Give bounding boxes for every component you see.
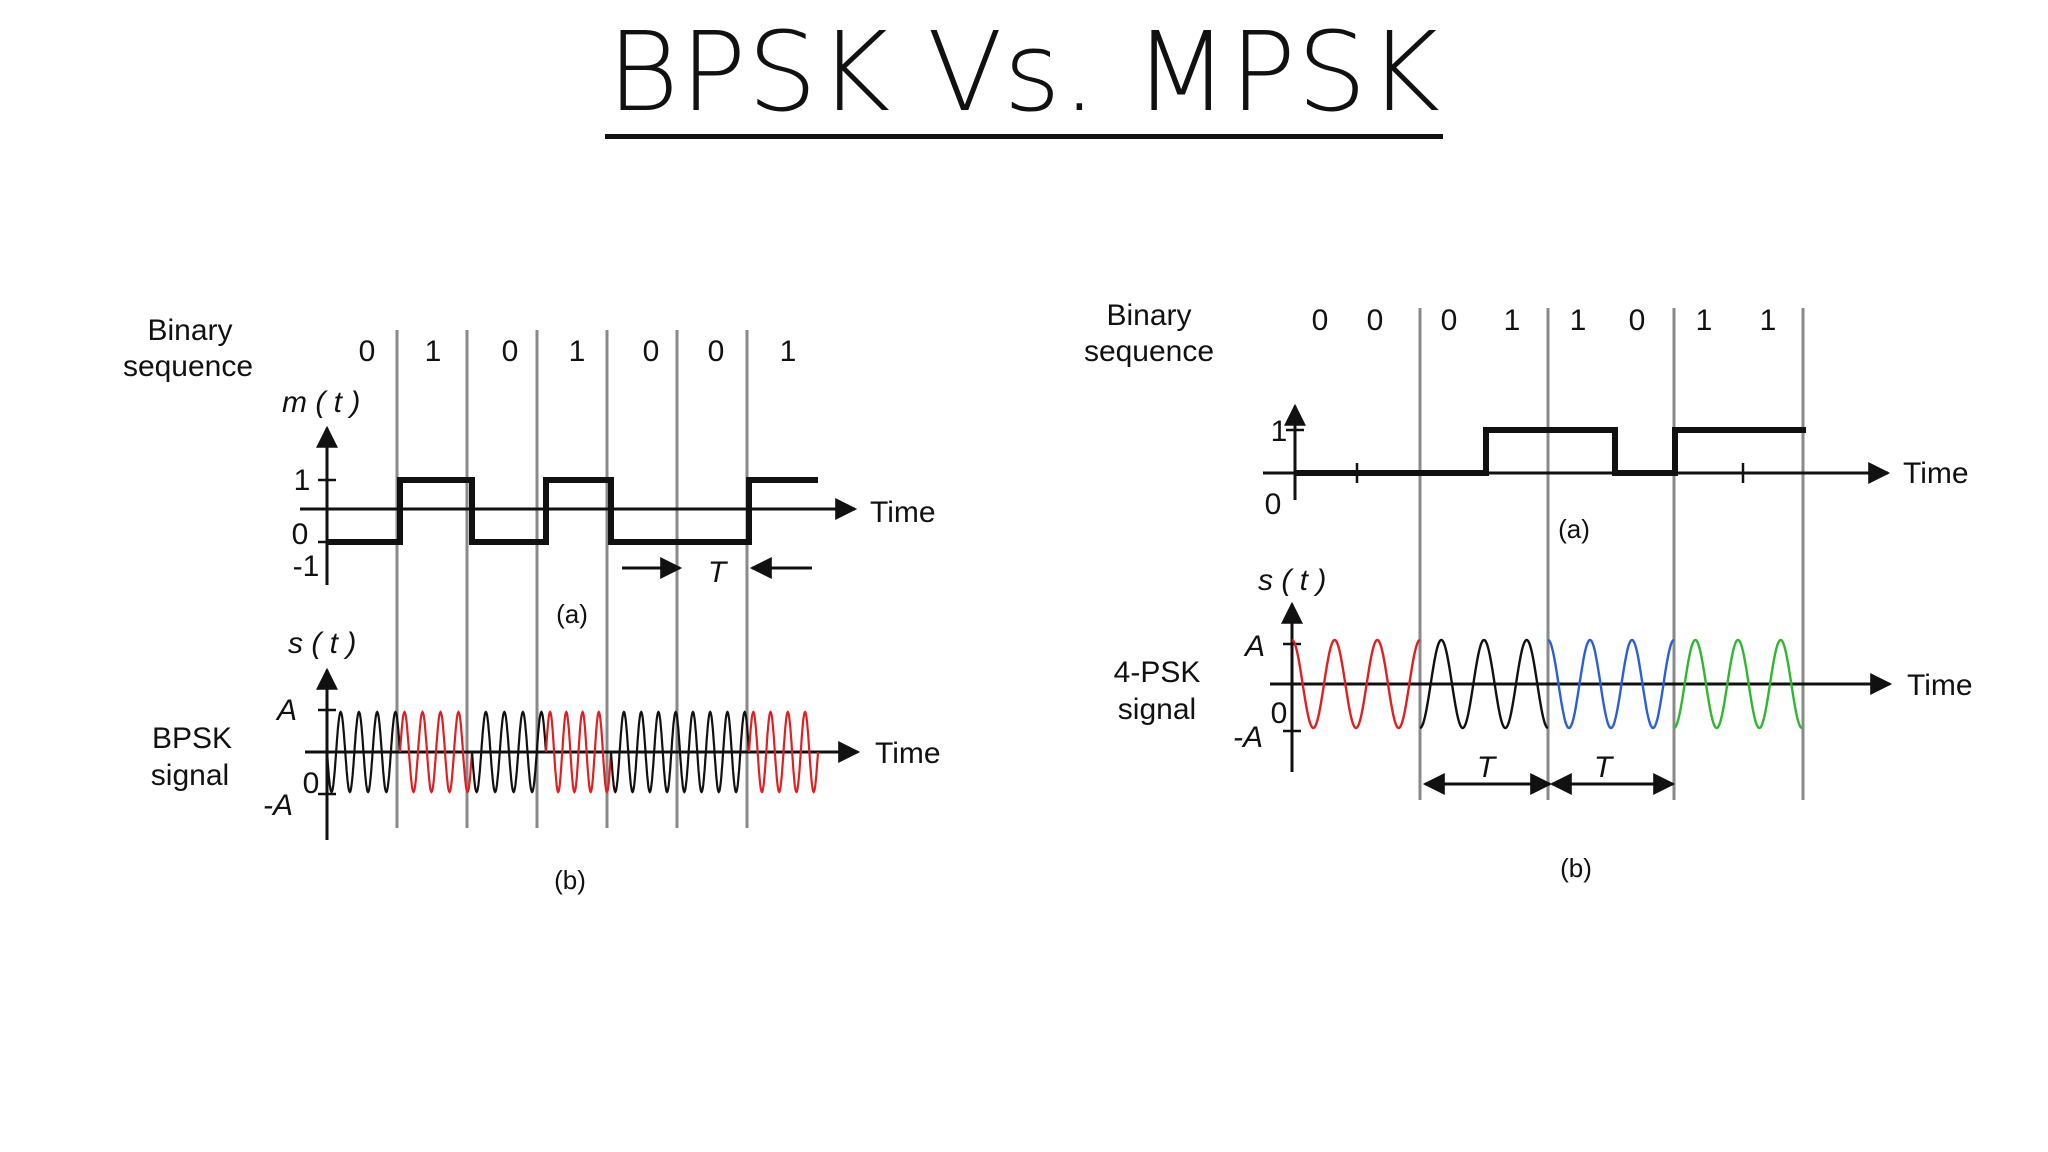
right-period-1: T: [1477, 751, 1498, 784]
mpsk-panel: Binary sequence 0 0 0 1 1 0 1 1 1 0 Time (a) s …: [1084, 299, 1973, 883]
left-signal-label-2: signal: [151, 759, 229, 792]
qpsk-symbol-wave: [1547, 638, 1675, 730]
bpsk-symbol-wave: [470, 710, 548, 794]
left-bit-label: 0: [502, 335, 519, 368]
left-y-1: 1: [294, 464, 311, 497]
left-caption-b: (b): [554, 865, 586, 895]
left-y-0: 0: [292, 518, 309, 551]
right-amp-pos: A: [1243, 630, 1265, 663]
bpsk-symbol-wave: [544, 710, 613, 794]
left-amp-neg: -A: [263, 789, 293, 822]
left-time-label: Time: [870, 496, 936, 529]
left-mt-waveform: [327, 477, 818, 545]
left-bit-labels: 0 1 0 1 0 0 1: [359, 335, 797, 368]
slide-title-text: BPSK Vs. MPSK: [605, 10, 1443, 140]
left-bit-label: 1: [780, 335, 797, 368]
left-mt-label: m ( t ): [282, 386, 360, 419]
bpsk-waveform: [325, 710, 820, 794]
right-st-label: s ( t ): [1258, 564, 1326, 597]
left-amp-pos: A: [275, 694, 297, 727]
slide-title: BPSK Vs. MPSK: [0, 8, 2048, 140]
left-bit-label: 0: [359, 335, 376, 368]
left-binary-label-2: sequence: [123, 350, 253, 383]
right-bit-label: 1: [1504, 304, 1521, 337]
left-bit-label: 1: [569, 335, 586, 368]
right-time-label-b: Time: [1907, 669, 1973, 702]
bpsk-symbol-wave: [325, 710, 402, 794]
left-y-neg1: -1: [293, 550, 320, 583]
right-bit-label: 0: [1629, 304, 1646, 337]
left-bit-label: 0: [708, 335, 725, 368]
right-signal-label-2: signal: [1118, 693, 1196, 726]
right-binary-label-1: Binary: [1106, 299, 1191, 332]
bpsk-panel: Binary sequence 0 1 0 1 0 0 1 m ( t ) 1 0 -1 T…: [123, 314, 941, 895]
left-time-label-b: Time: [875, 737, 941, 770]
right-bit-label: 0: [1367, 304, 1384, 337]
bpsk-symbol-wave: [398, 710, 474, 794]
bpsk-symbol-wave: [609, 710, 682, 794]
right-signal-label-1: 4-PSK: [1114, 656, 1201, 689]
right-bit-label: 1: [1696, 304, 1713, 337]
right-symbol-dividers: [1418, 308, 1805, 800]
qpsk-symbol-wave: [1673, 638, 1803, 730]
left-st-label: s ( t ): [288, 627, 356, 660]
right-bit-labels: 0 0 0 1 1 0 1 1: [1312, 304, 1777, 337]
right-binary-label-2: sequence: [1084, 335, 1214, 368]
left-zero: 0: [303, 767, 320, 800]
left-signal-label-1: BPSK: [152, 722, 232, 755]
right-y-1: 1: [1271, 415, 1288, 448]
left-period-label: T: [708, 556, 729, 589]
right-bit-label: 0: [1312, 304, 1329, 337]
mpsk-waveform: [1291, 638, 1803, 730]
left-bit-label: 1: [425, 335, 442, 368]
right-bit-label: 0: [1441, 304, 1458, 337]
right-caption-b: (b): [1560, 853, 1592, 883]
right-y-0: 0: [1265, 488, 1282, 521]
bpsk-symbol-wave: [747, 710, 820, 794]
right-bit-label: 1: [1760, 304, 1777, 337]
qpsk-symbol-wave: [1291, 638, 1421, 730]
left-binary-label-1: Binary: [147, 314, 232, 347]
right-amp-neg: -A: [1233, 721, 1263, 754]
right-time-label: Time: [1903, 457, 1969, 490]
right-mt-waveform: [1295, 427, 1806, 476]
left-bit-label: 0: [643, 335, 660, 368]
right-period-2: T: [1594, 751, 1615, 784]
right-zero: 0: [1271, 697, 1288, 730]
qpsk-symbol-wave: [1419, 638, 1549, 730]
right-caption-a: (a): [1558, 514, 1590, 544]
bpsk-symbol-wave: [678, 710, 751, 794]
left-caption-a: (a): [556, 599, 588, 629]
right-bit-label: 1: [1570, 304, 1587, 337]
